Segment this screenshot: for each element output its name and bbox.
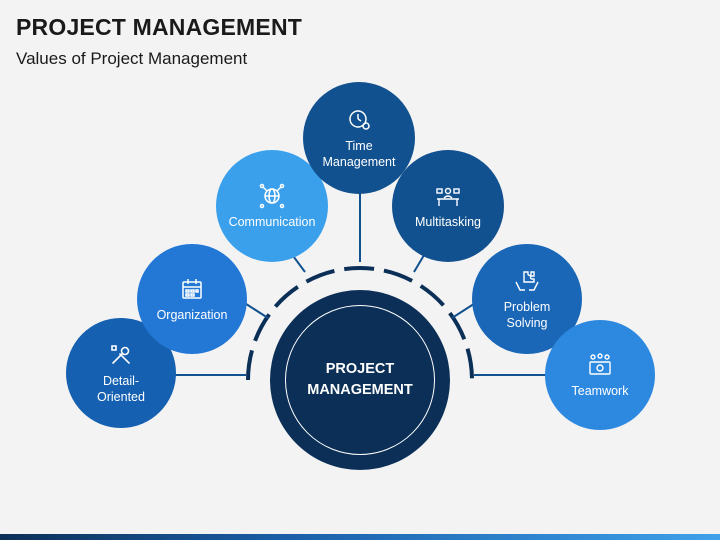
node-label-line1: Detail- <box>102 373 140 388</box>
team-money-icon <box>587 352 613 378</box>
calendar-icon <box>179 276 205 302</box>
node-time-management: Time Management <box>303 82 415 194</box>
node-label-line1: Problem <box>503 299 551 314</box>
node-problem-solving: Problem Solving <box>472 244 582 354</box>
node-label-line1: Organization <box>156 307 228 322</box>
page-title: PROJECT MANAGEMENT <box>16 14 303 40</box>
node-teamwork: Teamwork <box>545 320 655 430</box>
node-label-line1: Multitasking <box>415 214 481 229</box>
person-desk-icon <box>435 183 461 209</box>
page-subtitle: Values of Project Management <box>16 49 248 68</box>
node-label-line2: Oriented <box>97 389 145 404</box>
center-label: PROJECT MANAGEMENT <box>295 359 425 401</box>
node-label-line1: Communication <box>228 214 316 229</box>
center-ring <box>285 305 435 455</box>
hands-puzzle-icon <box>514 268 540 294</box>
node-multitasking: Multitasking <box>392 150 504 262</box>
center-label-wrap: PROJECT MANAGEMENT <box>270 290 450 470</box>
center-label-line1: PROJECT <box>325 361 395 377</box>
node-detail-oriented: Detail- Oriented <box>66 318 176 428</box>
node-label-line2: Management <box>322 154 396 169</box>
node-label-line2: Solving <box>506 315 548 330</box>
node-communication: Communication <box>216 150 328 262</box>
clock-gear-icon <box>346 107 372 133</box>
node-label-line1: Time <box>345 138 373 153</box>
center-label-line2: MANAGEMENT <box>307 382 413 398</box>
node-label-line1: Teamwork <box>571 383 629 398</box>
bottom-accent-bar <box>0 534 720 540</box>
dashed-arc <box>246 266 474 381</box>
node-organization: Organization <box>137 244 247 354</box>
globe-network-icon <box>259 183 285 209</box>
tools-icon <box>108 342 134 368</box>
